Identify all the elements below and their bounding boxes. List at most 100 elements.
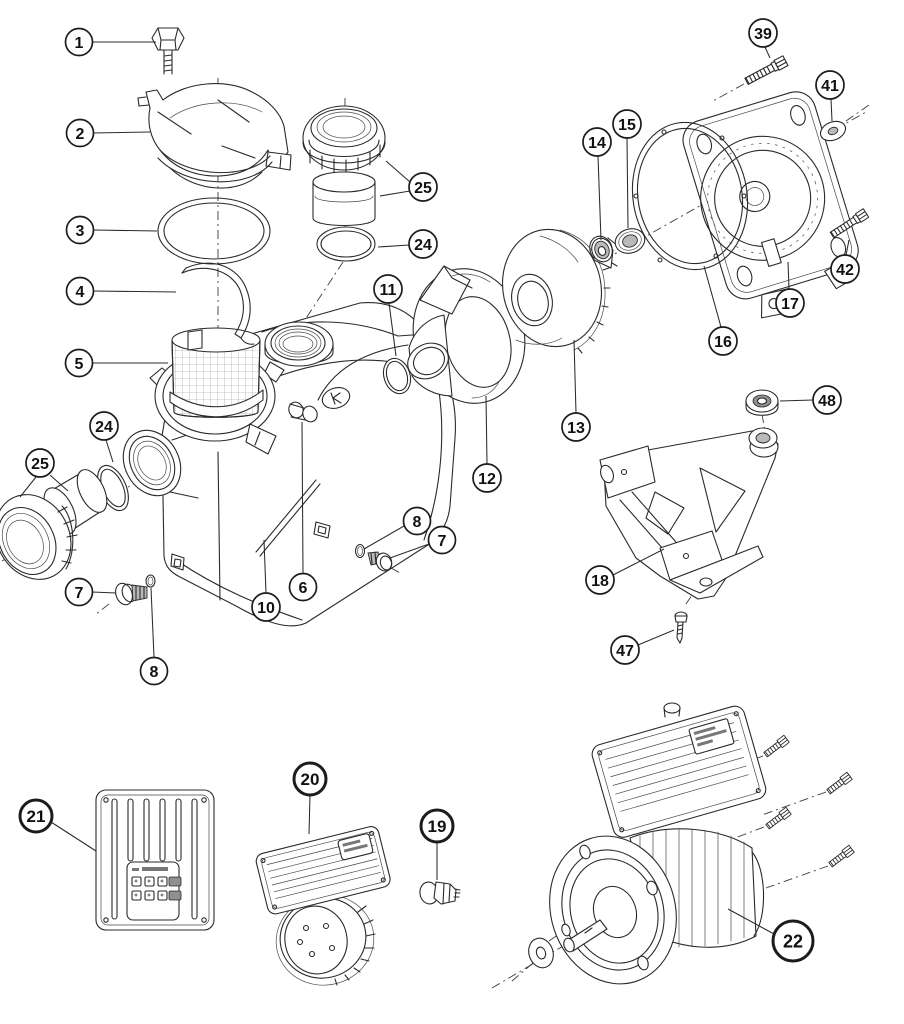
callout-number-1: 1 [75, 35, 84, 52]
callout-circle-1 [64, 27, 94, 57]
leader-line-47 [637, 629, 675, 646]
callout-20: 20 [292, 761, 328, 797]
callout-circle-47 [610, 635, 640, 665]
part-strainer-basket [169, 327, 277, 455]
callout-circle-8-right [402, 506, 432, 536]
leader-line-25-top [385, 160, 411, 183]
callout-21: 21 [18, 798, 54, 834]
callout-circle-41 [815, 70, 845, 100]
part-oring-11 [382, 357, 412, 395]
leader-line-41 [830, 98, 833, 122]
callout-circle-24-top [408, 229, 438, 259]
callout-circle-15 [612, 109, 642, 139]
callout-number-8-left: 8 [150, 664, 159, 681]
leader-line-8-right [363, 525, 405, 550]
callout-circle-25-left [25, 448, 55, 478]
part-motor [528, 702, 855, 985]
callout-number-17: 17 [781, 296, 799, 313]
callout-18: 18 [585, 565, 615, 595]
callout-24-top: 24 [408, 229, 438, 259]
callout-3: 3 [65, 215, 95, 245]
part-strainer-lid [137, 83, 292, 189]
callout-number-10: 10 [257, 600, 275, 617]
callout-circle-17 [775, 288, 805, 318]
callout-circle-18 [585, 565, 615, 595]
part-knob-bolt [151, 27, 185, 75]
leader-line-48 [779, 399, 814, 402]
callout-2: 2 [65, 118, 95, 148]
callout-22: 22 [771, 919, 815, 963]
callout-number-41: 41 [821, 78, 839, 95]
brand-logo [321, 387, 351, 409]
leader-line-3 [92, 229, 158, 232]
leader-line-24-left [105, 439, 114, 463]
motor-shaft [563, 919, 608, 953]
callout-circle-22 [771, 919, 815, 963]
part-retainer-clip [181, 262, 255, 345]
callout-4: 4 [65, 276, 95, 306]
callout-circle-20 [292, 761, 328, 797]
callout-number-24-top: 24 [414, 237, 432, 254]
part-mech-seal [591, 237, 614, 269]
leader-line-11 [388, 302, 397, 357]
callout-39: 39 [748, 18, 778, 48]
callout-circle-14 [582, 127, 612, 157]
callout-number-18: 18 [591, 573, 609, 590]
callouts-layer: 1234525247810687111213242514151617394142… [18, 18, 860, 963]
callout-25-top: 25 [408, 172, 438, 202]
part-bolt-39 [744, 55, 789, 85]
leader-line-2 [92, 131, 151, 134]
leader-line-21 [50, 821, 97, 852]
callout-7-left: 7 [64, 577, 94, 607]
leader-line-7-left [91, 591, 117, 594]
callout-circle-8-left [139, 656, 169, 686]
callout-17: 17 [775, 288, 805, 318]
callout-circle-7-left [64, 577, 94, 607]
part-diffuser [407, 265, 526, 404]
callout-7-right: 7 [427, 525, 457, 555]
callout-number-12: 12 [478, 471, 496, 488]
lock-ring [169, 389, 264, 418]
part-union-left [0, 464, 129, 580]
callout-number-25-left: 25 [31, 456, 49, 473]
callout-number-2: 2 [76, 126, 85, 143]
motor-flange [549, 835, 677, 985]
callout-circle-6 [288, 572, 318, 602]
union-oring-top [316, 226, 376, 262]
callout-number-7-left: 7 [75, 585, 84, 602]
callout-number-24-left: 24 [95, 419, 113, 436]
callout-circle-11 [373, 274, 403, 304]
callout-number-20: 20 [301, 770, 320, 789]
leader-line-39 [764, 46, 771, 59]
callout-48: 48 [812, 385, 842, 415]
callout-10: 10 [251, 592, 281, 622]
callout-25-left: 25 [25, 448, 55, 478]
callout-number-25-top: 25 [414, 180, 432, 197]
part-support-bracket [599, 427, 779, 600]
part-drain-plug-right [367, 551, 393, 572]
callout-circle-21 [18, 798, 54, 834]
part-pump-body [122, 302, 456, 627]
callout-14: 14 [582, 127, 612, 157]
callout-circle-42 [830, 254, 860, 284]
leader-line-42 [845, 239, 850, 256]
part-screw-47 [674, 611, 688, 644]
callout-circle-48 [812, 385, 842, 415]
callout-number-48: 48 [818, 393, 836, 410]
callout-number-22: 22 [783, 931, 803, 951]
callout-circle-25-top [408, 172, 438, 202]
callout-number-13: 13 [567, 420, 585, 437]
callout-8-left: 8 [139, 656, 169, 686]
leader-line-6 [301, 421, 304, 574]
callout-circle-16 [708, 326, 738, 356]
leader-line-18 [612, 548, 665, 576]
callout-number-47: 47 [616, 643, 634, 660]
callout-number-42: 42 [836, 262, 854, 279]
callout-42: 42 [830, 254, 860, 284]
discharge-port [264, 321, 334, 367]
callout-6: 6 [288, 572, 318, 602]
callout-15: 15 [612, 109, 642, 139]
callout-circle-5 [64, 348, 94, 378]
